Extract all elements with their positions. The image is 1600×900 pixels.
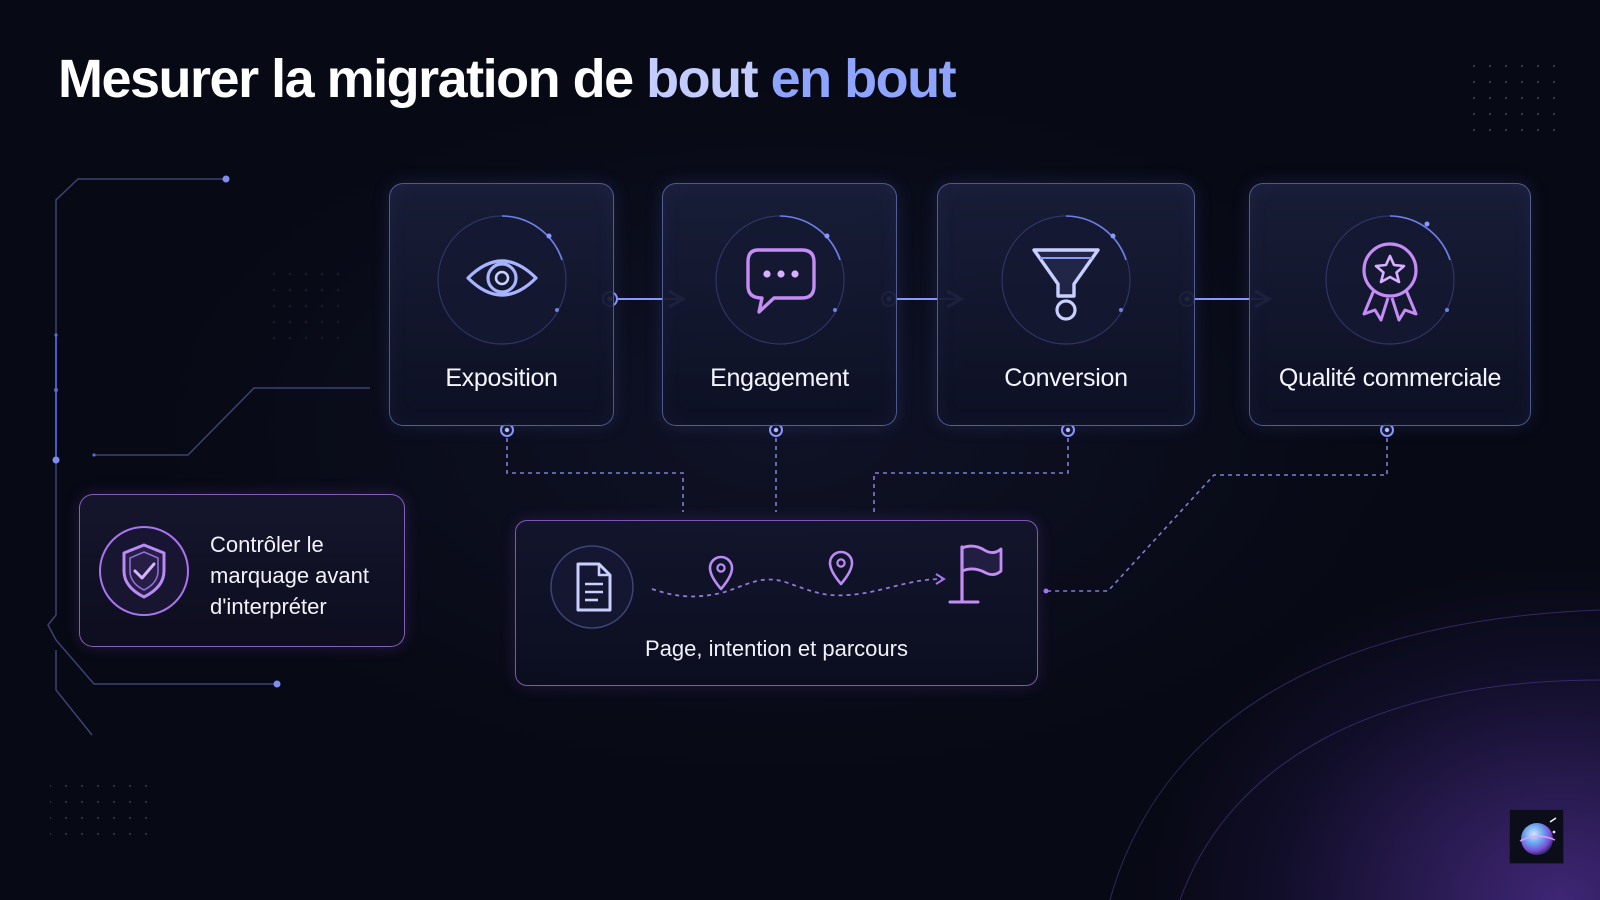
page-title: Mesurer la migration de bout en bout bbox=[58, 48, 957, 110]
shield-check-icon bbox=[99, 526, 189, 616]
journey-path-illustration bbox=[550, 544, 1003, 629]
funnel-icon bbox=[1001, 215, 1131, 345]
title-part-1: Mesurer la migration de bbox=[58, 49, 647, 109]
journey-card-label: Page, intention et parcours bbox=[645, 636, 908, 661]
document-icon bbox=[550, 545, 634, 629]
title-part-3: en bout bbox=[770, 49, 957, 109]
map-pin-icon bbox=[828, 550, 854, 586]
journey-card: Page, intention et parcours bbox=[515, 520, 1038, 686]
stage-card-conversion: Conversion bbox=[937, 183, 1195, 426]
stage-label: Engagement bbox=[710, 364, 849, 392]
stage-label: Exposition bbox=[445, 364, 558, 392]
map-pin-icon bbox=[708, 555, 734, 591]
brand-logo bbox=[1509, 809, 1564, 864]
stage-card-qualite-commerciale: Qualité commerciale bbox=[1249, 183, 1531, 426]
globe-logo-icon bbox=[1519, 817, 1557, 855]
title-part-2: bout bbox=[646, 49, 771, 109]
stage-card-engagement: Engagement bbox=[662, 183, 897, 426]
flag-icon bbox=[948, 544, 1003, 604]
stage-label: Qualité commerciale bbox=[1278, 364, 1502, 392]
tracking-check-card: Contrôler le marquage avant d'interpréte… bbox=[79, 494, 405, 647]
eye-icon bbox=[436, 215, 567, 345]
chat-bubble-icon bbox=[714, 215, 845, 345]
award-badge-icon bbox=[1325, 215, 1455, 345]
check-card-text: Contrôler le marquage avant d'interpréte… bbox=[210, 532, 369, 619]
stage-label: Conversion bbox=[1004, 364, 1128, 392]
stage-card-exposition: Exposition bbox=[389, 183, 614, 426]
